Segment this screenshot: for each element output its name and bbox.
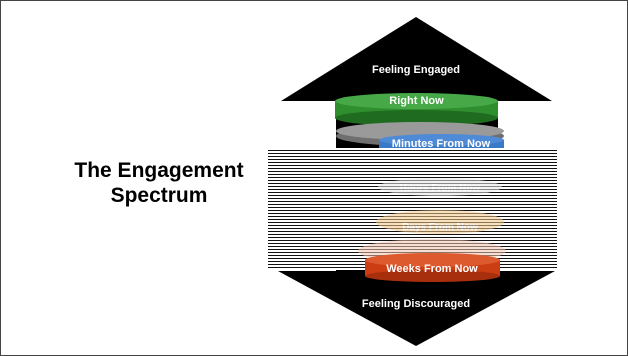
level-label-right-now: Right Now: [389, 95, 444, 107]
level-label-days-from-now: Days From Now: [402, 222, 478, 233]
level-hours-from-now: Hours From Now: [378, 178, 502, 196]
level-days-from-now: Days From Now: [376, 210, 504, 234]
slide-title-line-1: The Engagement: [74, 159, 244, 182]
level-label-weeks-from-now: Weeks From Now: [386, 263, 478, 275]
level-weeks-from-now: Weeks From Now: [365, 253, 500, 282]
level-minutes-from-now: Minutes From Now: [379, 134, 504, 151]
slide-title-line-2: Spectrum: [110, 184, 208, 207]
level-label-minutes-from-now: Minutes From Now: [392, 138, 491, 150]
level-right-now: Right Now: [335, 93, 498, 126]
slide-title: The Engagement Spectrum: [39, 158, 279, 208]
down-arrow-shape: [278, 268, 555, 346]
bottom-arrow-label: Feeling Discouraged: [362, 298, 470, 310]
level-label-hours-from-now: Hours From Now: [400, 183, 481, 194]
top-arrow-label: Feeling Engaged: [372, 64, 460, 76]
